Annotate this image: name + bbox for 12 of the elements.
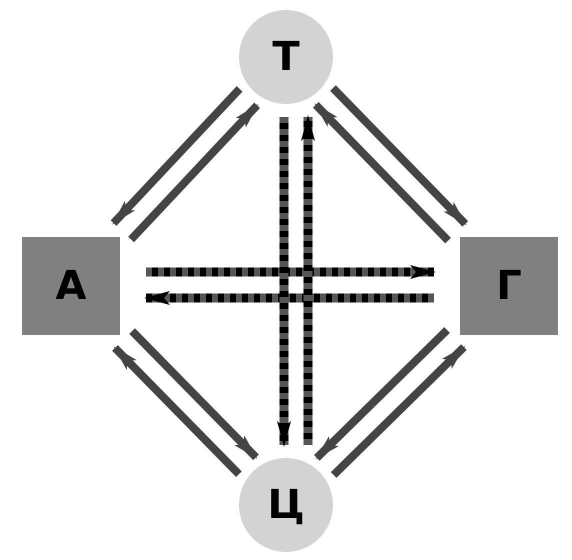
- arrow: [312, 102, 451, 244]
- circle-node: Т: [239, 10, 333, 104]
- arrow: [314, 327, 450, 461]
- square-node: А: [22, 237, 120, 335]
- arrow: [110, 86, 243, 226]
- circle-node: Ц: [239, 458, 333, 552]
- arrow: [128, 102, 260, 242]
- square-node: Г: [460, 237, 558, 335]
- arrow: [330, 344, 467, 478]
- arrow: [330, 85, 468, 227]
- arrow: [112, 345, 242, 477]
- arrow: [129, 328, 259, 460]
